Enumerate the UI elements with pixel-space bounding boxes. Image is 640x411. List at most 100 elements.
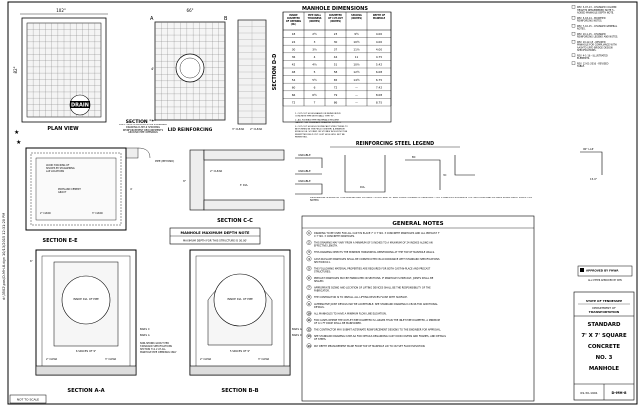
depth-note-title: MANHOLE MAXIMUM DEPTH NOTE	[181, 231, 251, 235]
general-note-number: 3	[308, 251, 310, 254]
section-aa-label: INSIDE DIA. OF PIPE	[73, 297, 99, 301]
general-note-item: DRAWING TO BE USED FOR ALL CAST IN PLACE…	[314, 232, 440, 235]
revision-item: TABLE.	[577, 65, 585, 68]
general-note-item: FOR CASES WHERE THE OUTLET PIPE DIAMETER…	[314, 319, 440, 322]
general-note-number: 8	[308, 296, 310, 299]
revision-item: SPECIFICATIONS.	[577, 49, 597, 52]
depth-note-text: MAXIMUM DEPTH FOR THIS STRUCTURE IS 30.0…	[183, 239, 247, 243]
section-ee-title: SECTION E-E	[42, 238, 78, 244]
table-cell: 4½	[312, 63, 317, 67]
table-note: 2. ALL FLEXIBLE PIPE MATERIALS REQUIRE	[295, 118, 340, 121]
section-aa-label: BARS A	[140, 333, 150, 337]
table-header-4: DEPTH OF	[373, 14, 386, 17]
general-note-number: 10	[307, 312, 311, 315]
title-block: APPROVED BY FHWA ALL OTHER APPROVED BY D…	[573, 265, 635, 401]
table-cell: 5	[314, 70, 316, 74]
section-ee-label: AVOID STACKING OF	[46, 164, 70, 167]
table-cell: 44	[334, 55, 338, 59]
section-star-pipe: PIPE (BEYOND)	[155, 159, 174, 163]
lid-top-dim: 66"	[187, 8, 194, 13]
table-cell: 4.00	[376, 32, 382, 36]
section-bb-label: 3" CLEAR	[258, 358, 270, 361]
table-note: BE FORMED IN THE FIELD (CENTER) A MINIMU…	[295, 128, 345, 131]
not-to-scale-label: NOT TO SCALE	[17, 398, 39, 402]
general-note-number: 12	[307, 329, 311, 332]
table-cell: 8.75	[376, 101, 382, 105]
title-line: CONCRETE	[588, 344, 621, 350]
legend-label: DIA.	[360, 185, 365, 189]
section-bb-label: BARS C	[292, 333, 302, 337]
table-cell: 5½	[312, 78, 317, 82]
general-note-item: THIS DRAWING MAY VARY FROM A MINIMUM OF …	[314, 242, 433, 245]
approval-box-text: APPROVED BY FHWA	[586, 269, 619, 273]
legend-label: VARIABLE	[298, 179, 311, 183]
section-dd-clear: 3" CLEAR	[232, 127, 244, 131]
general-notes-title: GENERAL NOTES	[392, 221, 443, 227]
table-cell: 24	[292, 40, 296, 44]
revision-item: REV. 10-1-15 - CHANGED	[577, 33, 606, 36]
section-aa-label: 2" CLEAR	[46, 358, 58, 361]
plan-rebar-grid	[26, 22, 102, 118]
table-cell: 79	[334, 93, 338, 97]
general-note-item: OF 0.1 FT DROP SHALL BE MAINTAINED.	[314, 322, 362, 325]
general-note-number: 13	[307, 335, 311, 338]
table-cell: 11	[355, 55, 359, 59]
general-note-item: SECTION 611.	[314, 261, 331, 264]
table-cell: 66	[292, 93, 296, 97]
table-header-2: DIAMETER	[329, 14, 342, 17]
plan-view: 102" DRAIN 82" ★ PLAN VIEW	[13, 8, 108, 136]
section-aa-label: MANHOLE PIPE OPENINGS ONLY	[140, 351, 177, 354]
dept-line-2: TRANSPORTATION	[589, 310, 620, 314]
general-note-item: OF STEPS.	[314, 338, 326, 341]
depth-note: MANHOLE MAXIMUM DEPTH NOTE MAXIMUM DEPTH…	[169, 227, 261, 245]
table-note: PERMITTED FIELD CUT. LEFT HOLE WILL NOT …	[295, 134, 345, 136]
table-cell: 10½	[353, 63, 360, 67]
table-cell: 9½	[354, 32, 359, 36]
general-note-item: ALTERNATIVE JOINT DETAILS MAY BE ACCEPTA…	[314, 303, 438, 306]
dept-line-1: DEPARTMENT OF	[592, 306, 616, 310]
general-note-number: 1	[308, 232, 310, 235]
section-ee-label: LAP LOCATIONS	[46, 170, 65, 173]
table-cell: 14½	[353, 78, 360, 82]
table-cell: 3½	[312, 47, 317, 51]
section-ee-label: GROUT	[58, 191, 67, 194]
general-note-number: 6	[308, 277, 310, 280]
table-header-3: (INCHES)	[351, 17, 362, 20]
general-notes: GENERAL NOTES 1 DRAWING TO BE USED FOR AL…	[301, 215, 535, 402]
section-cc-label: 3' DIA.	[240, 183, 249, 187]
table-cell: 60	[292, 85, 296, 89]
general-note-item: ALL MANHOLES TO HAVE A MINIMUM FLOW LINE…	[314, 312, 387, 315]
table-cell: —	[355, 101, 358, 105]
table-cell: 6½	[312, 93, 317, 97]
section-star-note: ELEV. 1000 IS PROVIDED ON STANDARD DRAWI…	[119, 124, 167, 135]
section-aa-label: 6"	[30, 259, 33, 263]
section-bb-label: 2" CLEAR	[200, 358, 212, 361]
table-cell: 30	[334, 40, 338, 44]
section-aa-label: SECTION 711.2 AT ALL	[140, 348, 167, 351]
plan-left-dim: 82"	[13, 66, 18, 73]
revision-item: REV. 3-07-13 - CHANGED COLUMN	[577, 6, 617, 9]
table-cell: 3	[314, 40, 316, 44]
lid-rebar-grid	[154, 21, 226, 121]
revision-item: REV. 4-1-16 - ILLUSTRATED	[577, 54, 608, 57]
table-header-1: THICKNESS	[308, 17, 322, 20]
legend-label: VARIABLE	[298, 153, 311, 157]
revision-item: HEIGHTS RENUMBERED NOTE 5 -	[577, 9, 615, 12]
table-cell: 18	[292, 32, 296, 36]
table-header-1: PIPE WALL	[308, 14, 322, 17]
title-date: 09-30-1991	[580, 391, 598, 395]
title-line: MANHOLE	[589, 366, 620, 372]
section-dd-clear-2: 2" CLEAR	[250, 127, 262, 131]
general-note-item: THE CONTRACTOR MAY SUBMIT ALTERNATE REIN…	[314, 329, 441, 332]
general-note-number: 5	[308, 267, 310, 270]
table-cell: 4.75	[376, 55, 382, 59]
table-cell: —	[355, 85, 358, 89]
section-ee-label: 3" CLEAR	[92, 212, 103, 215]
